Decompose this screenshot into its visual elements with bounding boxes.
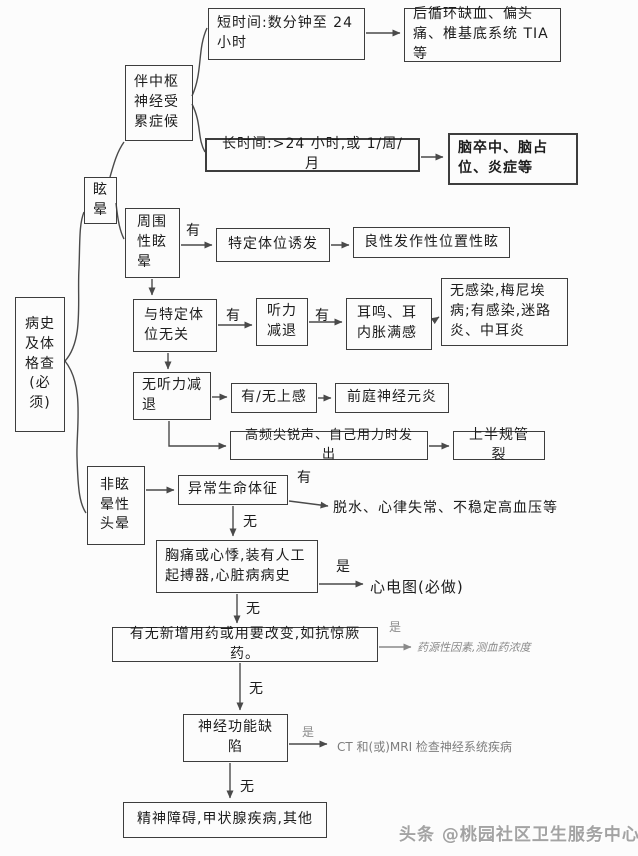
outcome-ct-mri: CT 和(或)MRI 检查神经系统疾病	[337, 740, 512, 754]
arrow-nohearing-to-highfreq	[168, 421, 227, 450]
node-posterior-ischemia: 后循环缺血、偏头痛、椎基底系统 TIA 等	[404, 6, 561, 62]
node-hearing-loss: 听力减退	[256, 298, 308, 346]
node-stroke-mass: 脑卒中、脑占位、炎症等	[448, 133, 578, 185]
node-sscd: 上半规管裂	[453, 427, 545, 463]
label-yes-medication: 是	[389, 620, 402, 634]
arrow-tinnitus-to-meniere	[430, 316, 440, 325]
arrow-vitals-to-dehydration	[288, 500, 329, 509]
node-abnormal-vitals: 异常生命体征	[178, 475, 288, 505]
node-history-exam: 病史及体格查(必须)	[15, 297, 65, 432]
label-yes-neuro: 是	[302, 725, 315, 739]
brace-central-up	[191, 27, 208, 97]
node-long-duration: 长时间:>24 小时,或 1/周/月	[205, 136, 420, 172]
watermark-text: 头条 @桃园社区卫生服务中心	[399, 825, 638, 845]
node-neuro-deficit: 神经功能缺陷	[183, 714, 288, 762]
node-vestibular-neuronitis: 前庭神经元炎	[335, 383, 449, 413]
node-position-unrelated: 与特定体位无关	[133, 299, 217, 352]
node-new-medication: 有无新增用药或用要改变,如抗惊厥药。	[112, 626, 378, 662]
node-position-triggered: 特定体位诱发	[216, 228, 330, 262]
label-none-medication: 无	[249, 681, 263, 697]
label-yes-chest: 是	[336, 559, 350, 575]
outcome-drug-factor: 药源性因素,测血药浓度	[417, 641, 531, 654]
node-no-hearing-loss: 无听力减退	[133, 372, 211, 420]
node-meniere-labyrinthitis: 无感染,梅尼埃病;有感染,迷路炎、中耳炎	[441, 278, 568, 346]
node-non-vertigo-dizziness: 非眩晕性头晕	[87, 466, 145, 545]
label-has-vitals: 有	[297, 470, 311, 486]
label-none-vitals: 无	[243, 514, 257, 530]
label-has-tinnitus: 有	[315, 308, 329, 324]
label-has-hearing: 有	[226, 308, 240, 324]
node-tinnitus-fullness: 耳鸣、耳内胀满感	[346, 298, 432, 350]
label-none-chest: 无	[246, 601, 260, 617]
outcome-ecg: 心电图(必做)	[370, 578, 464, 596]
node-central-signs: 伴中枢神经受累症候	[125, 65, 193, 141]
brace-central-down	[191, 103, 206, 153]
node-short-duration: 短时间:数分钟至 24 小时	[208, 8, 365, 60]
node-high-freq-sound: 高频尖锐声、自己用力时发出	[230, 428, 428, 462]
outcome-dehydration: 脱水、心律失常、不稳定高血压等	[333, 500, 558, 516]
node-mental-thyroid: 精神障碍,甲状腺疾病,其他	[123, 802, 327, 838]
node-uri: 有/无上感	[231, 383, 317, 413]
node-bppv: 良性发作性位置性眩	[353, 227, 510, 258]
node-peripheral-vertigo: 周围性眩晕	[125, 208, 180, 278]
brace-vertigo-up	[109, 141, 125, 178]
label-has-position: 有	[186, 223, 200, 239]
brace-history-down	[64, 360, 87, 514]
label-none-neuro: 无	[240, 779, 254, 795]
node-chest-pain: 胸痛或心悸,装有人工起搏器,心脏病病史	[156, 540, 318, 593]
node-vertigo: 眩晕	[84, 177, 117, 224]
brace-vertigo-down	[115, 202, 125, 240]
brace-history-up	[64, 211, 85, 362]
